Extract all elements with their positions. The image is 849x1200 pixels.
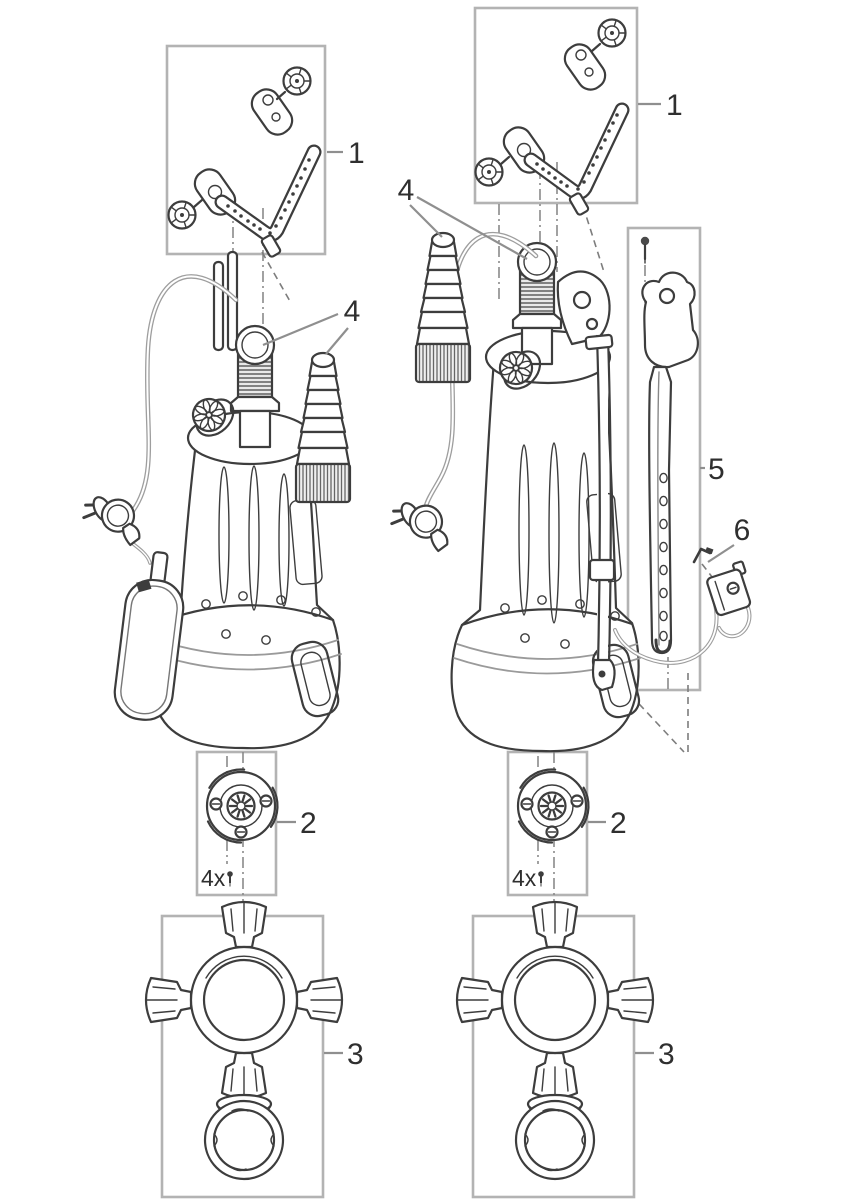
callout-6-right: 6 [734, 514, 751, 547]
pump-right [386, 231, 641, 753]
callout-5-right: 5 [708, 453, 725, 486]
callouts: 1 1 4 4 2 4x 2 4x 3 3 5 6 [201, 89, 750, 1071]
handle-kit-box-left [165, 44, 327, 256]
impeller-kit-box-left [195, 750, 278, 897]
callout-3-left: 3 [347, 1038, 364, 1071]
handle-knob-left-right-kit [474, 157, 504, 187]
stepped-hose-adapter-left [294, 351, 352, 504]
rail-kit-box-right [626, 226, 702, 692]
screw-count-right: 4x [512, 865, 537, 891]
screw-count-left: 4x [201, 865, 226, 891]
handle-knob-right-right-kit [597, 18, 627, 48]
mains-plug-left [78, 487, 143, 554]
handle-knob-right-left-kit [282, 66, 312, 96]
callout-2-right: 2 [610, 807, 627, 840]
mains-plug-right [386, 493, 451, 560]
level-switch-clip [613, 547, 752, 665]
pump-left [78, 250, 352, 750]
callout-4-left: 4 [344, 295, 361, 328]
impeller-screw-icon-left [226, 870, 234, 888]
handle-kit-box-right [473, 6, 639, 205]
handle-knob-left-left-kit [167, 200, 197, 230]
base-stand-left [146, 902, 342, 1179]
callout-1-left: 1 [348, 137, 365, 170]
housing-screws-left [201, 591, 321, 645]
level-rail-assembly [640, 236, 699, 655]
rail-mounted-on-pump [584, 333, 616, 692]
callout-2-left: 2 [300, 807, 317, 840]
impeller-screw-icon-right [537, 870, 545, 888]
callout-4-right: 4 [398, 174, 415, 207]
float-switch-left [113, 551, 185, 721]
base-stand-right [457, 902, 653, 1179]
callout-3-right: 3 [658, 1038, 675, 1071]
carry-handle-assembly-right [474, 18, 630, 216]
impeller-cover-left [203, 762, 279, 848]
carry-handle-assembly-left [167, 66, 322, 258]
callout-1-right: 1 [666, 89, 683, 122]
rail-adjustment-holes [659, 472, 668, 642]
impeller-cover-right [514, 762, 590, 848]
